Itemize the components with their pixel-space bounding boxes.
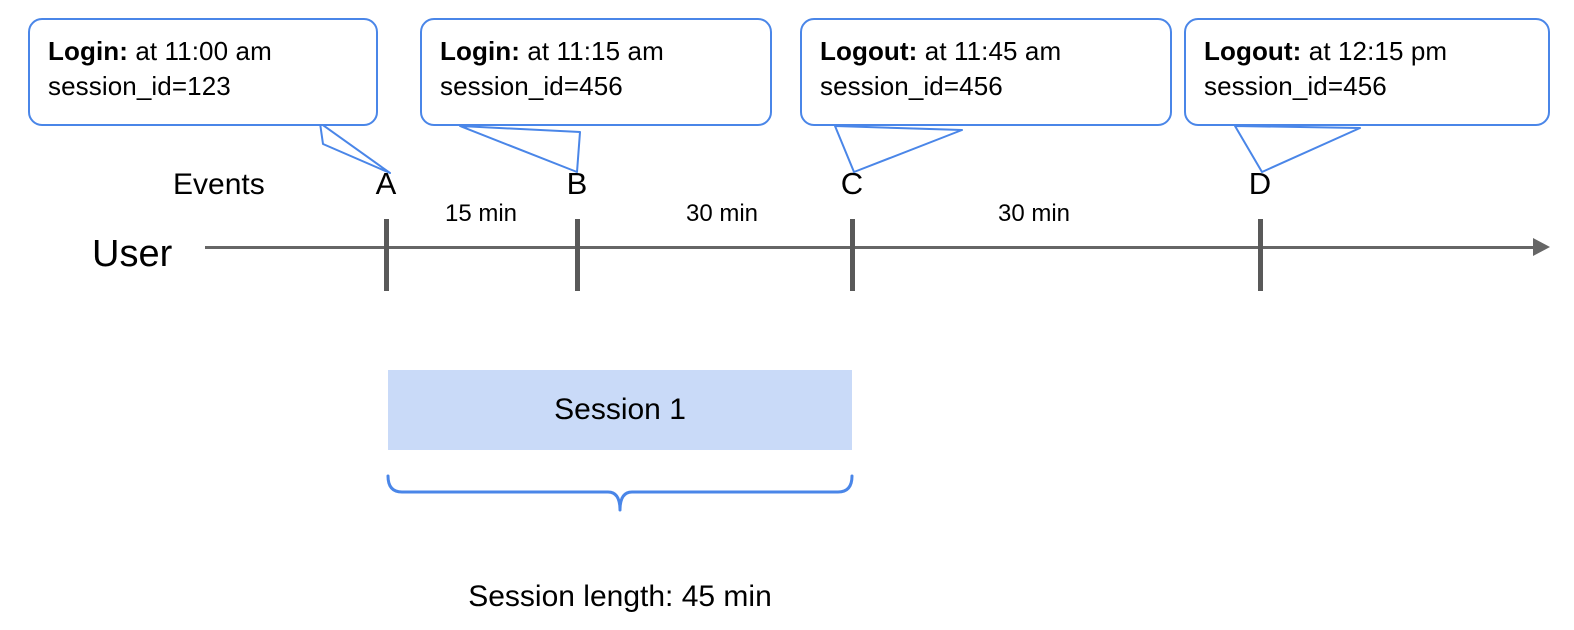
- interval-label-c-d: 30 min: [997, 200, 1071, 227]
- callout-d-kind: Logout:: [1204, 36, 1302, 66]
- callout-b-line1: Login: at 11:15 am: [440, 34, 754, 69]
- interval-label-b-c: 30 min: [685, 200, 759, 227]
- callout-d-line2: session_id=456: [1204, 70, 1387, 101]
- session-bar[interactable]: Session 1: [388, 370, 852, 450]
- tick-mark-d: [1258, 219, 1263, 291]
- row-label-user: User: [92, 233, 173, 275]
- callout-event-b[interactable]: Login: at 11:15 am session_id=456: [420, 18, 772, 126]
- callout-d-line1: Logout: at 12:15 pm: [1204, 34, 1532, 69]
- callout-b-line2: session_id=456: [440, 70, 623, 101]
- session-length-caption: Session length: 45 min: [468, 580, 772, 613]
- callout-b-time: at 11:15 am: [520, 36, 664, 66]
- interval-label-a-b: 15 min: [444, 200, 518, 227]
- callout-event-c[interactable]: Logout: at 11:45 am session_id=456: [800, 18, 1172, 126]
- session-span-brace: [386, 474, 854, 512]
- callout-a-time: at 11:00 am: [128, 36, 272, 66]
- session-bar-label: Session 1: [554, 393, 686, 426]
- timeline-axis: [205, 246, 1535, 249]
- tick-label-b: B: [566, 166, 588, 201]
- callout-c-line1: Logout: at 11:45 am: [820, 34, 1154, 69]
- callout-c-time: at 11:45 am: [917, 36, 1062, 66]
- tick-mark-b: [575, 219, 580, 291]
- callout-b-kind: Login:: [440, 36, 521, 66]
- callout-event-a[interactable]: Login: at 11:00 am session_id=123: [28, 18, 378, 126]
- callout-c-line2: session_id=456: [820, 70, 1003, 101]
- callout-a-line1: Login: at 11:00 am: [48, 34, 360, 69]
- callout-a-kind: Login:: [48, 36, 129, 66]
- tick-mark-a: [384, 219, 389, 291]
- row-label-events: Events: [173, 168, 265, 201]
- timeline-axis-arrowhead: [1533, 238, 1550, 256]
- tick-label-d: D: [1248, 166, 1272, 201]
- tick-mark-c: [850, 219, 855, 291]
- tick-label-c: C: [840, 166, 864, 201]
- callout-event-d[interactable]: Logout: at 12:15 pm session_id=456: [1184, 18, 1550, 126]
- callout-a-line2: session_id=123: [48, 70, 231, 101]
- tick-label-a: A: [375, 166, 397, 201]
- callout-d-time: at 12:15 pm: [1301, 36, 1448, 66]
- callout-c-kind: Logout:: [820, 36, 918, 66]
